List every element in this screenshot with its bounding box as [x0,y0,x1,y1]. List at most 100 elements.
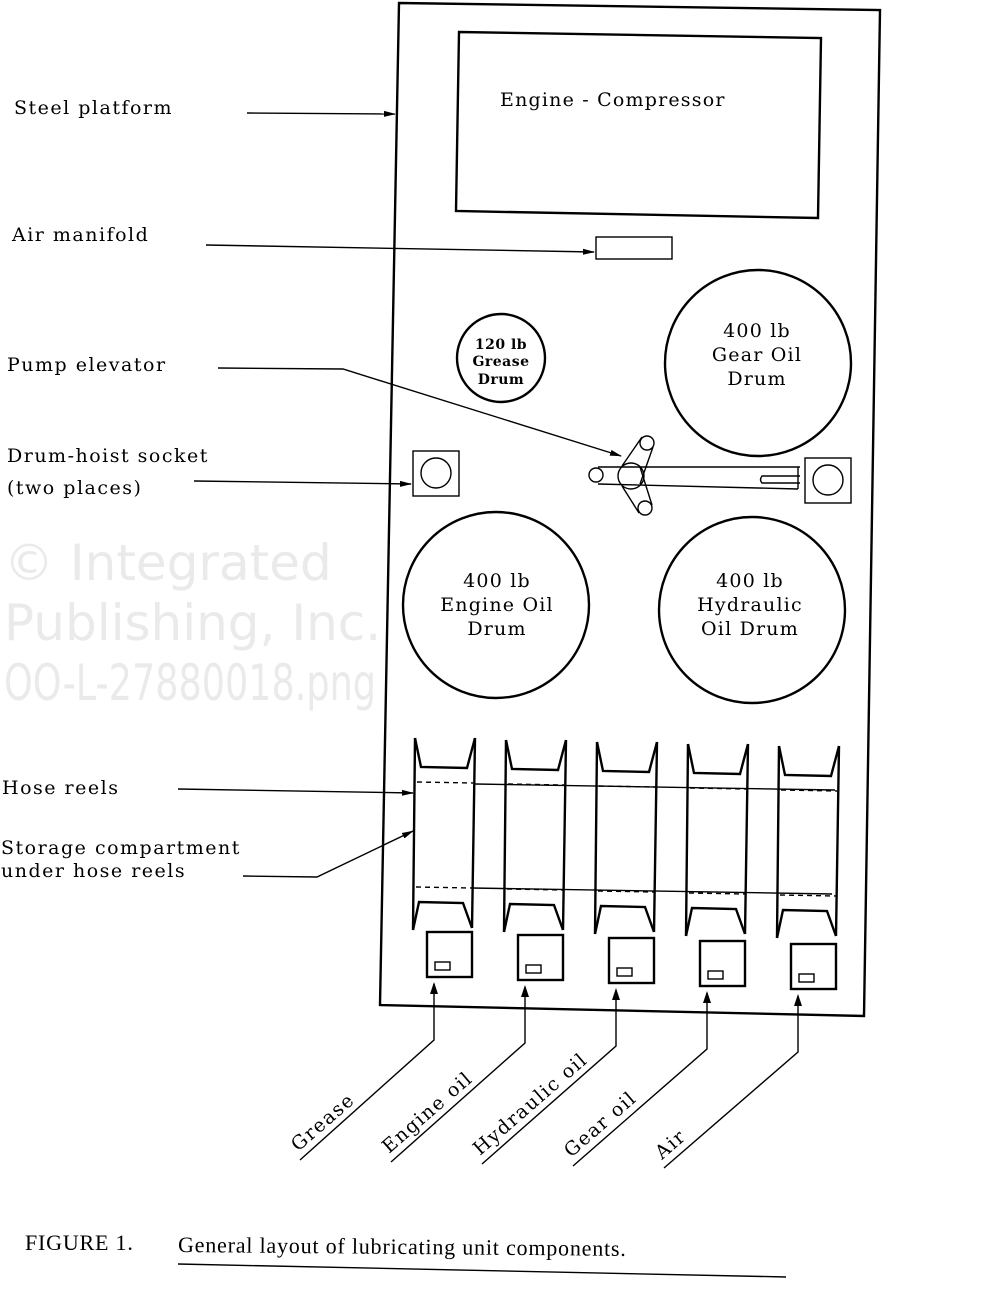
grease-drum-label-2: Grease [472,354,529,370]
leader-hose-reels [177,788,414,796]
reel-side [834,745,841,937]
leader-steel-platform [246,110,396,117]
reel-side [775,745,781,939]
reel-bottom-flange [593,904,656,935]
leader-drum-hoist [193,480,412,487]
drum-hoist-socket-right [804,457,852,504]
reel-side [502,739,508,933]
reel-side [652,741,659,933]
watermark-line-3: OO-L-27880018.png [4,654,376,712]
engine-oil-drum-label-2: Engine Oil [440,594,554,616]
engine-oil-drum-label-1: 400 lb [463,570,531,592]
reel-hub-bottom [688,892,746,895]
watermark-line-1: © Integrated [4,534,332,592]
hose-reel [684,743,750,937]
reel-top-flange [413,737,477,770]
callout-pump-elevator: Pump elevator [7,354,167,376]
figure-number: FIGURE 1. [25,1230,134,1255]
watermark: © Integrated Publishing, Inc. OO-L-27880… [4,534,381,712]
reel-hub-bottom [415,886,473,889]
gear-oil-drum-label-1: 400 lb [723,320,791,342]
leader-pump-elevator [217,367,622,457]
outlet-label: Grease [287,1089,359,1156]
hose-reel [502,739,568,933]
compartment-handle [707,970,724,980]
reel-hub-bottom [779,894,837,897]
compartment-handle [434,961,451,971]
hydraulic-oil-drum-label-3: Oil Drum [701,618,799,640]
hose-reel [411,737,477,931]
gear-oil-drum [663,268,853,458]
drum-hoist-socket-left [412,450,460,497]
air-manifold [595,236,673,260]
pump-elevator [588,435,800,516]
outlet-leader [299,984,435,1161]
storage-compartment [789,942,838,991]
reel-shaft-top [474,783,836,791]
reel-top-flange [595,741,659,774]
reel-side [684,743,690,937]
reel-hub-top [780,789,838,792]
engine-compressor-label: Engine - Compressor [500,89,726,111]
callout-hose-reels: Hose reels [2,777,119,799]
callout-drum-hoist-1: Drum-hoist socket [7,445,209,467]
storage-compartment [607,936,656,985]
outlet-arrowhead [430,982,438,994]
callout-storage-1: Storage compartment [1,837,241,859]
reel-bottom-flange [775,908,838,939]
engine-oil-drum-label-3: Drum [467,618,526,640]
outlet-leader [572,993,708,1167]
engine-oil-drum [401,510,591,700]
reel-top-flange [504,739,568,772]
reel-side [593,741,599,935]
outlet-arrowhead [794,994,802,1006]
outlet-label: Gear oil [560,1087,641,1162]
outlet-arrowhead [612,988,620,1000]
reel-top-flange [686,743,750,776]
storage-compartment [425,930,474,979]
leader-storage [242,830,414,878]
grease-drum [455,312,547,404]
compartment-handle [798,973,815,983]
hose-reel [593,741,659,935]
callout-drum-hoist-2: (two places) [7,477,142,499]
reel-bottom-flange [411,900,474,931]
storage-compartment [516,933,565,982]
hose-reel [775,745,841,939]
gear-oil-drum-label-3: Drum [727,368,786,390]
reel-side [470,737,477,929]
reel-side [743,743,750,935]
callout-steel-platform: Steel platform [14,97,173,119]
gear-oil-drum-label-2: Gear Oil [712,344,802,366]
figure-title: General layout of lubricating unit compo… [178,1232,627,1261]
watermark-line-2: Publishing, Inc. [4,594,381,652]
reel-bottom-flange [502,902,565,933]
hydraulic-oil-drum-label-1: 400 lb [716,570,784,592]
reel-side [561,739,568,931]
outlet-arrowhead [703,991,711,1003]
outlet-label: Engine oil [378,1067,477,1157]
callout-storage-2: under hose reels [1,860,186,882]
reel-shaft-bottom [471,887,833,895]
leader-air-manifold [205,244,595,255]
reel-top-flange [777,745,841,778]
outlet-leader [663,996,799,1169]
compartment-handle [525,964,542,974]
hose-reels-group [411,737,841,991]
outlet-label: Air [650,1125,690,1164]
grease-drum-label-1: 120 lb [475,337,527,353]
hydraulic-oil-drum [657,515,847,705]
reel-hub-top [416,781,474,784]
engine-compressor-box [454,30,823,220]
outlet-arrowhead [521,985,529,997]
reel-side [411,737,417,931]
compartment-handle [616,967,633,977]
steel-platform [378,1,882,1018]
reel-bottom-flange [684,906,747,937]
hydraulic-oil-drum-label-2: Hydraulic [697,594,803,616]
grease-drum-label-3: Drum [478,372,525,388]
outlet-leader [481,990,617,1165]
storage-compartment [698,939,747,988]
caption-underline [177,1263,787,1278]
